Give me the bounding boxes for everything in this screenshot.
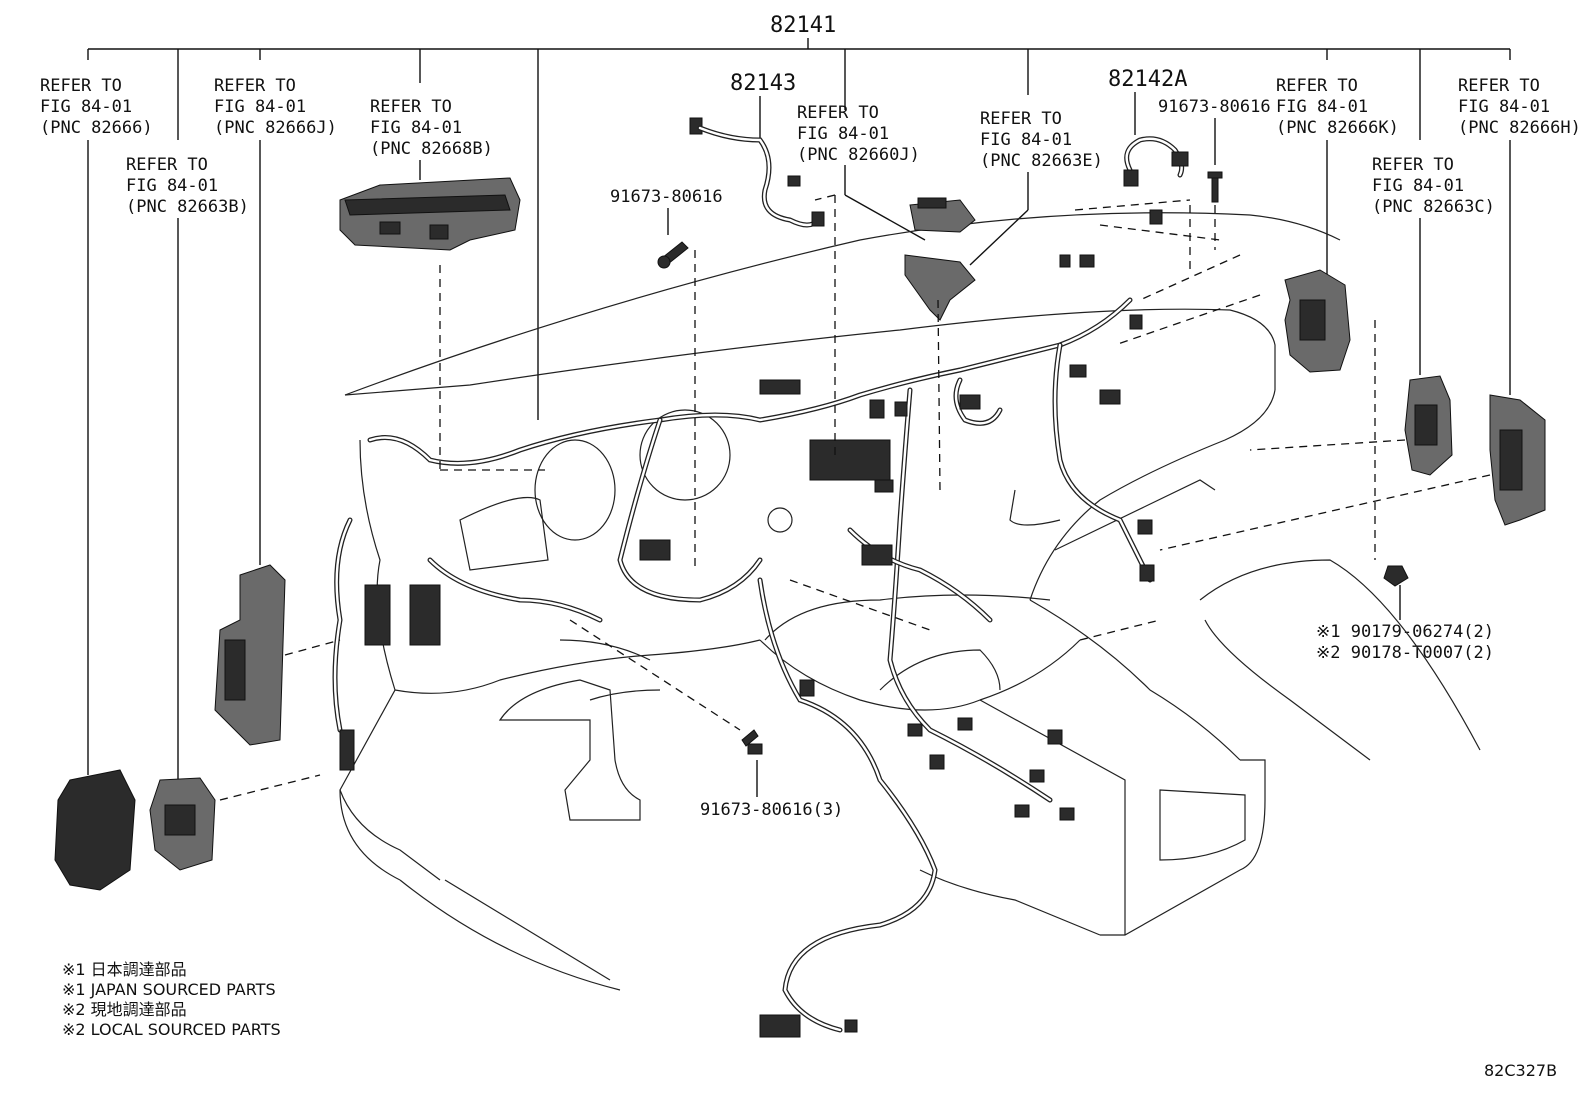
callout-82663B: REFER TO FIG 84-01 (PNC 82663B) <box>126 155 249 217</box>
note-local-jp: ※2 現地調達部品 <box>62 1000 187 1019</box>
svg-text:REFER TO: REFER TO <box>40 76 122 96</box>
svg-text:(PNC 82666J): (PNC 82666J) <box>214 118 337 138</box>
clip-icon <box>1383 565 1409 587</box>
module-82660J <box>909 197 976 233</box>
module-82666K <box>1284 269 1351 373</box>
svg-text:(PNC 82663C): (PNC 82663C) <box>1372 197 1495 217</box>
main-part-number: 82141 <box>770 13 836 38</box>
callout-82663C: REFER TO FIG 84-01 (PNC 82663C) <box>1372 155 1495 217</box>
part-82143: 82143 <box>730 71 796 96</box>
svg-text:REFER TO: REFER TO <box>980 109 1062 129</box>
module-82663B <box>149 777 216 871</box>
svg-text:(PNC 82668B): (PNC 82668B) <box>370 139 493 159</box>
diagram-code: 82C327B <box>1484 1061 1557 1080</box>
main-bracket <box>87 38 1511 420</box>
svg-text:REFER TO: REFER TO <box>797 103 879 123</box>
svg-text:FIG 84-01: FIG 84-01 <box>1372 176 1464 196</box>
svg-text:REFER TO: REFER TO <box>126 155 208 175</box>
fastener-label-center: 91673-80616 <box>610 187 723 207</box>
module-82663C <box>1404 375 1453 476</box>
callout-82666H: REFER TO FIG 84-01 (PNC 82666H) <box>1458 76 1581 138</box>
clip-label-2: ※2 90178-T0007(2) <box>1316 643 1494 663</box>
svg-text:REFER TO: REFER TO <box>1372 155 1454 175</box>
part-82142A: 82142A <box>1108 67 1187 92</box>
callout-82666K: REFER TO FIG 84-01 (PNC 82666K) <box>1276 76 1399 138</box>
wire-82143 <box>689 117 825 228</box>
fastener-label-bottom: 91673-80616(3) <box>700 800 843 820</box>
svg-text:REFER TO: REFER TO <box>1458 76 1540 96</box>
svg-text:REFER TO: REFER TO <box>214 76 296 96</box>
bolt-icon <box>657 241 689 269</box>
svg-text:FIG 84-01: FIG 84-01 <box>980 130 1072 150</box>
clip-label-1: ※1 90179-06274(2) <box>1316 622 1494 642</box>
module-82666 <box>54 769 136 891</box>
svg-text:(PNC 82666): (PNC 82666) <box>40 118 153 138</box>
note-japan-jp: ※1 日本調達部品 <box>62 960 187 979</box>
note-local-en: ※2 LOCAL SOURCED PARTS <box>62 1020 281 1039</box>
svg-text:(PNC 82666K): (PNC 82666K) <box>1276 118 1399 138</box>
module-82666J <box>214 564 286 746</box>
fastener-label-right: 91673-80616 <box>1158 97 1271 117</box>
wire-82142A <box>1123 136 1189 187</box>
svg-text:(PNC 82663B): (PNC 82663B) <box>126 197 249 217</box>
assembly-dashes <box>219 194 1491 801</box>
svg-text:(PNC 82666H): (PNC 82666H) <box>1458 118 1581 138</box>
wire-harness-main <box>332 297 1153 1033</box>
svg-text:FIG 84-01: FIG 84-01 <box>126 176 218 196</box>
svg-text:FIG 84-01: FIG 84-01 <box>1276 97 1368 117</box>
svg-text:FIG 84-01: FIG 84-01 <box>797 124 889 144</box>
callout-82666: REFER TO FIG 84-01 (PNC 82666) <box>40 76 153 138</box>
bolt-icon <box>1207 171 1223 203</box>
callout-leaders <box>87 90 1511 780</box>
svg-text:FIG 84-01: FIG 84-01 <box>1458 97 1550 117</box>
note-japan-en: ※1 JAPAN SOURCED PARTS <box>62 980 276 999</box>
junction-block-82668B <box>339 177 521 251</box>
svg-text:(PNC 82660J): (PNC 82660J) <box>797 145 920 165</box>
svg-text:FIG 84-01: FIG 84-01 <box>40 97 132 117</box>
module-82666H <box>1489 394 1546 526</box>
bolt-icon <box>741 729 763 755</box>
callout-82666J: REFER TO FIG 84-01 (PNC 82666J) <box>214 76 337 138</box>
svg-text:FIG 84-01: FIG 84-01 <box>370 118 462 138</box>
callout-82660J: REFER TO FIG 84-01 (PNC 82660J) <box>797 103 920 165</box>
callout-82668B: REFER TO FIG 84-01 (PNC 82668B) <box>370 97 493 159</box>
gauge-cluster <box>459 409 793 571</box>
connectors <box>339 209 1163 1038</box>
svg-text:REFER TO: REFER TO <box>1276 76 1358 96</box>
svg-text:FIG 84-01: FIG 84-01 <box>214 97 306 117</box>
svg-text:REFER TO: REFER TO <box>370 97 452 117</box>
module-82663E <box>904 254 976 321</box>
svg-text:(PNC 82663E): (PNC 82663E) <box>980 151 1103 171</box>
callout-82663E: REFER TO FIG 84-01 (PNC 82663E) <box>980 109 1103 171</box>
